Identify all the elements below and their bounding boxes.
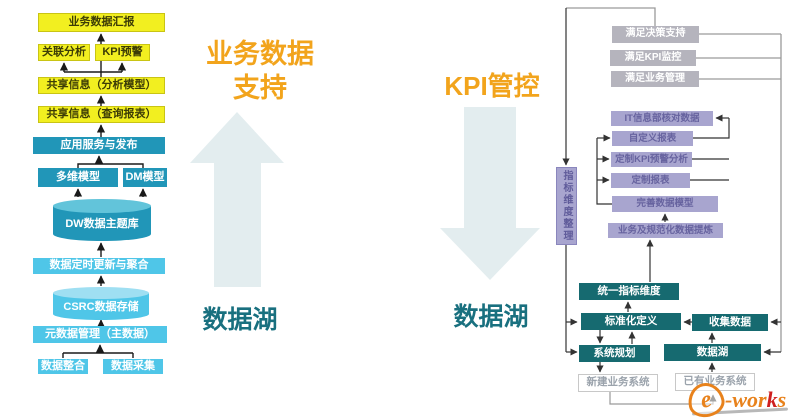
label-csrc-cylinder: CSRC数据存储 (63, 301, 139, 313)
e-works-watermark: e -works (684, 379, 794, 419)
box-improve-data-model: 完善数据模型 (612, 196, 718, 212)
box-new-business-system: 新建业务系统 (578, 374, 658, 392)
up-arrow-shape (190, 112, 284, 287)
box-collect-data: 收集数据 (692, 314, 768, 331)
label-business-data: 业务数据 (206, 39, 314, 69)
box-data-integration: 数据整合 (38, 359, 88, 374)
box-correlation-analysis: 关联分析 (38, 44, 90, 61)
box-data-collection: 数据采集 (103, 359, 163, 374)
box-kpi-alert: KPI预警 (95, 44, 150, 61)
box-custom-kpi-alert-analysis: 定制KPI预警分析 (611, 152, 692, 167)
label-data-lake-left: 数据湖 (202, 306, 278, 334)
logo-text-wor: -wor (725, 387, 767, 412)
box-business-data-report: 业务数据汇报 (38, 13, 165, 32)
box-shared-info-analysis: 共享信息（分析模型） (38, 77, 165, 94)
label-data-lake-right: 数据湖 (453, 303, 529, 331)
logo-text-k: k (766, 387, 778, 412)
box-system-planning: 系统规划 (579, 345, 650, 362)
logo-text-s: s (777, 387, 787, 412)
box-app-service-publish: 应用服务与发布 (33, 137, 165, 154)
box-goal-kpi-monitor: 满足KPI监控 (610, 50, 696, 66)
dw-cylinder-shape (53, 199, 151, 241)
box-unified-indicator-dimension: 统一指标维度 (579, 283, 679, 300)
label-business-data-support: 业务数据 支持 (180, 38, 340, 106)
box-data-lake: 数据湖 (664, 344, 761, 361)
label-dw-cylinder: DW数据主题库 (65, 218, 139, 230)
box-goal-business-mgmt: 满足业务管理 (611, 71, 699, 87)
box-fixed-report: 定制报表 (611, 173, 690, 188)
box-multidim-model: 多维模型 (38, 168, 118, 187)
box-metadata-management: 元数据管理（主数据） (33, 326, 167, 343)
box-custom-report: 自定义报表 (612, 131, 693, 146)
box-it-dept-verify-data: IT信息部核对数据 (611, 111, 713, 126)
box-goal-decision-support: 满足决策支持 (612, 26, 699, 43)
label-kpi-control: KPI管控 (444, 71, 540, 101)
logo-text: -works (725, 387, 786, 413)
box-shared-info-query: 共享信息（查询报表） (38, 106, 165, 123)
label-support: 支持 (233, 72, 287, 103)
box-standardized-definition: 标准化定义 (581, 313, 681, 330)
box-scheduled-update: 数据定时更新与聚合 (33, 258, 165, 274)
box-business-standardized-data-refine: 业务及规范化数据提炼 (608, 223, 723, 238)
down-arrow-shape (440, 107, 540, 280)
box-dm-model: DM模型 (123, 168, 167, 187)
csrc-cylinder-shape (53, 287, 149, 320)
box-indicator-dimension-organize: 指标维度整理 (556, 167, 577, 245)
